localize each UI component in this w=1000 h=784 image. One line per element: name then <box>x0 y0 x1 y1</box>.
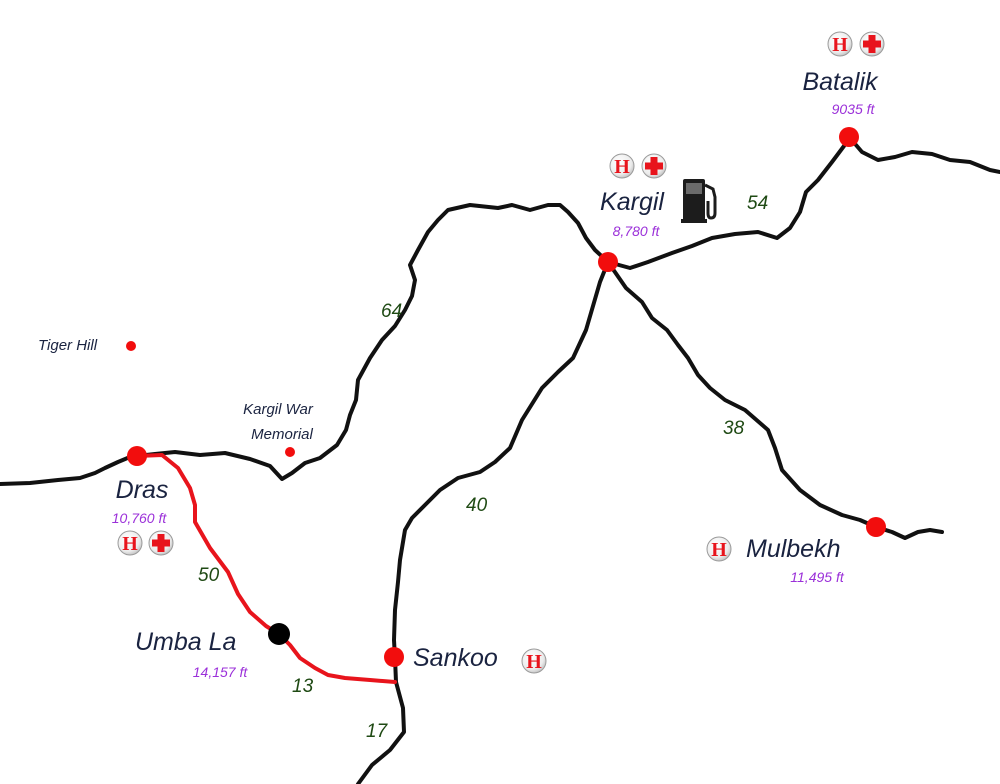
hospital-icon: H <box>521 648 547 674</box>
distance-umbala-sankoo: 13 <box>292 676 314 697</box>
fuel-pump-icon <box>681 179 717 223</box>
label-batalik: Batalik <box>802 68 878 96</box>
hospital-icon-letter: H <box>832 34 848 56</box>
altitude-mulbekh: 11,495 ft <box>790 569 844 585</box>
altitude-kargil: 8,780 ft <box>612 223 660 239</box>
first-aid-icon <box>641 153 667 179</box>
label-sankoo: Sankoo <box>413 644 498 672</box>
hospital-icon-letter: H <box>526 651 542 673</box>
marker-war-memorial[interactable] <box>285 447 295 457</box>
route-dras-umbala-sankoo <box>135 453 397 684</box>
hospital-icon: H <box>117 530 143 556</box>
hospital-icon: H <box>609 153 635 179</box>
altitude-umba-la: 14,157 ft <box>192 664 248 680</box>
distance-sankoo-south: 17 <box>366 721 388 742</box>
hospital-icon-letter: H <box>711 539 727 561</box>
hospital-icon-letter: H <box>122 533 138 555</box>
first-aid-icon <box>859 31 885 57</box>
label-war-memorial-line2: Memorial <box>251 426 313 443</box>
hospital-icon-letter: H <box>614 156 630 178</box>
marker-mulbekh[interactable] <box>866 517 886 537</box>
marker-umba-la[interactable] <box>268 623 290 645</box>
label-kargil: Kargil <box>600 188 664 216</box>
first-aid-icon <box>148 530 174 556</box>
distance-kargil-batalik: 54 <box>747 193 769 214</box>
distance-kargil-sankoo: 40 <box>466 495 488 516</box>
road-kargil-sankoo <box>356 260 610 784</box>
distance-dras-kargil: 64 <box>381 301 403 322</box>
marker-kargil[interactable] <box>598 252 618 272</box>
hospital-icon: H <box>827 31 853 57</box>
distance-kargil-mulbekh: 38 <box>723 418 745 439</box>
road-kargil-mulbekh <box>606 260 944 540</box>
label-war-memorial-line1: Kargil War <box>243 401 313 418</box>
label-tiger-hill: Tiger Hill <box>38 337 98 354</box>
label-umba-la: Umba La <box>135 628 237 656</box>
altitude-dras: 10,760 ft <box>111 510 167 526</box>
marker-batalik[interactable] <box>839 127 859 147</box>
distance-dras-umbala: 50 <box>198 565 220 586</box>
marker-tiger-hill[interactable] <box>126 341 136 351</box>
hospital-icon: H <box>706 536 732 562</box>
marker-dras[interactable] <box>127 446 147 466</box>
label-mulbekh: Mulbekh <box>746 535 841 563</box>
altitude-batalik: 9035 ft <box>831 101 875 117</box>
marker-sankoo[interactable] <box>384 647 404 667</box>
label-dras: Dras <box>115 476 169 504</box>
road-kargil-batalik <box>606 136 1000 270</box>
